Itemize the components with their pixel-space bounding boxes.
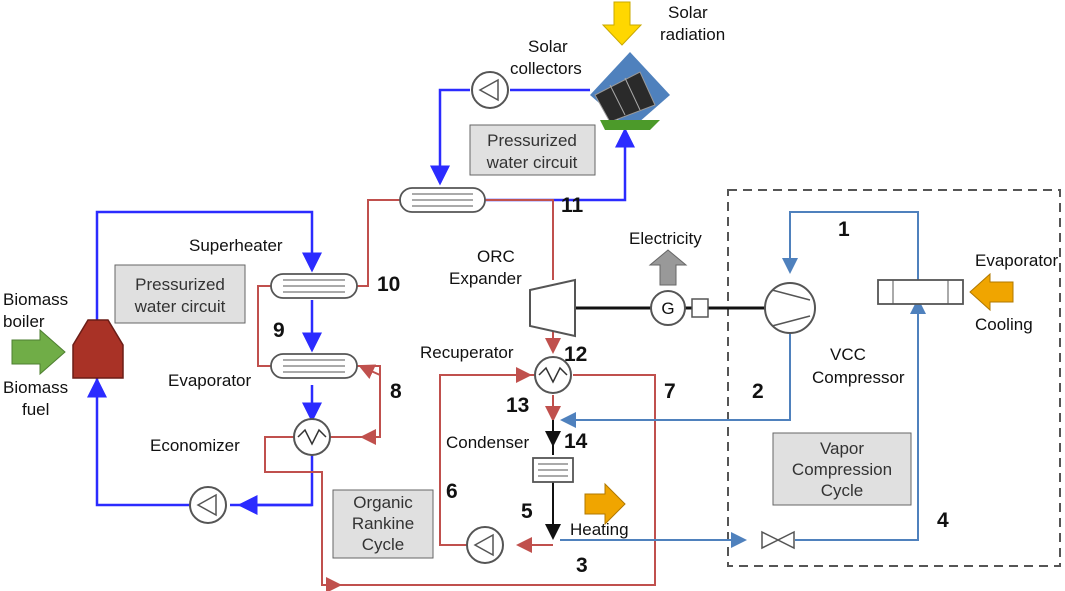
pressurized-left-label-1: Pressurized <box>135 275 225 294</box>
boiler-pump <box>189 486 227 524</box>
state-point-7: 7 <box>664 380 676 403</box>
orc-expander <box>529 278 576 338</box>
biomass-boiler-label-1: Biomass <box>3 290 68 309</box>
vcc-compressor-label-1: VCC <box>830 345 866 364</box>
orc-lines <box>257 199 656 591</box>
condenser <box>532 457 574 483</box>
orc-pump <box>466 526 504 564</box>
pressurized-top-label-1: Pressurized <box>487 131 577 150</box>
expansion-valve <box>761 530 795 550</box>
vcc-box-label-1: Vapor <box>820 439 864 458</box>
biomass-boiler <box>72 319 124 379</box>
state-point-4: 4 <box>937 509 949 532</box>
generator: G <box>650 290 709 326</box>
vcc-compressor <box>764 282 816 334</box>
vcc-box <box>772 432 912 506</box>
cooling-arrow <box>969 272 1014 312</box>
state-point-14: 14 <box>564 430 588 453</box>
solar-radiation-arrow <box>601 1 643 46</box>
vcc-box-label-3: Cycle <box>821 481 864 500</box>
vcc-boundary <box>727 189 1061 567</box>
economizer-label: Economizer <box>150 436 240 455</box>
electricity-arrow <box>648 249 688 286</box>
solar-collectors-label-1: Solar <box>528 37 568 56</box>
biomass-fuel-label-1: Biomass <box>3 378 68 397</box>
state-point-6: 6 <box>446 480 458 503</box>
cooling-label: Cooling <box>975 315 1033 334</box>
pressurized-left-box <box>114 264 246 324</box>
orc-label-1: Organic <box>353 493 413 512</box>
orc-expander-label-2: Expander <box>449 269 522 288</box>
condenser-label: Condenser <box>446 433 530 452</box>
solar-radiation-label-1: Solar <box>668 3 708 22</box>
evaporator-left <box>270 353 358 379</box>
state-point-9: 9 <box>273 319 285 342</box>
pressurized-top-box <box>469 124 596 176</box>
recuperator-label: Recuperator <box>420 343 514 362</box>
state-point-13: 13 <box>506 394 529 417</box>
state-point-2: 2 <box>752 380 764 403</box>
electricity-label: Electricity <box>629 229 702 248</box>
biomass-boiler-label-2: boiler <box>3 312 45 331</box>
state-point-5: 5 <box>521 500 533 523</box>
evaporator-right-label: Evaporator <box>975 251 1058 270</box>
solar-pump <box>471 71 509 109</box>
solar-collector <box>590 52 670 130</box>
state-point-11: 11 <box>561 194 584 217</box>
economizer <box>293 418 331 456</box>
heating-arrow <box>584 482 626 526</box>
vcc-compressor-label-2: Compressor <box>812 368 905 387</box>
orc-label-2: Rankine <box>352 514 414 533</box>
orc-label-3: Cycle <box>362 535 405 554</box>
heating-label: Heating <box>570 520 629 539</box>
biomass-fuel-arrow <box>11 328 66 376</box>
state-point-12: 12 <box>564 343 587 366</box>
superheater-label: Superheater <box>189 236 283 255</box>
orc-expander-label-1: ORC <box>477 247 515 266</box>
orc-box <box>332 489 434 559</box>
pressurized-left-label-2: water circuit <box>134 297 226 316</box>
biomass-fuel-label-2: fuel <box>22 400 49 419</box>
state-point-10: 10 <box>377 273 400 296</box>
state-point-1: 1 <box>838 218 850 241</box>
vcc-lines <box>560 211 926 548</box>
vcc-box-label-2: Compression <box>792 460 892 479</box>
state-point-8: 8 <box>390 380 402 403</box>
solar-collectors-label-2: collectors <box>510 59 582 78</box>
recuperator <box>534 356 572 394</box>
generator-label: G <box>661 299 674 318</box>
pressurized-water-lines <box>87 88 635 515</box>
solar-heat-exchanger <box>399 187 486 213</box>
evaporator-left-label: Evaporator <box>168 371 251 390</box>
pressurized-top-label-2: water circuit <box>486 153 578 172</box>
vcc-evaporator <box>877 279 964 305</box>
superheater <box>270 273 358 299</box>
state-point-3: 3 <box>576 554 588 577</box>
solar-radiation-label-2: radiation <box>660 25 725 44</box>
